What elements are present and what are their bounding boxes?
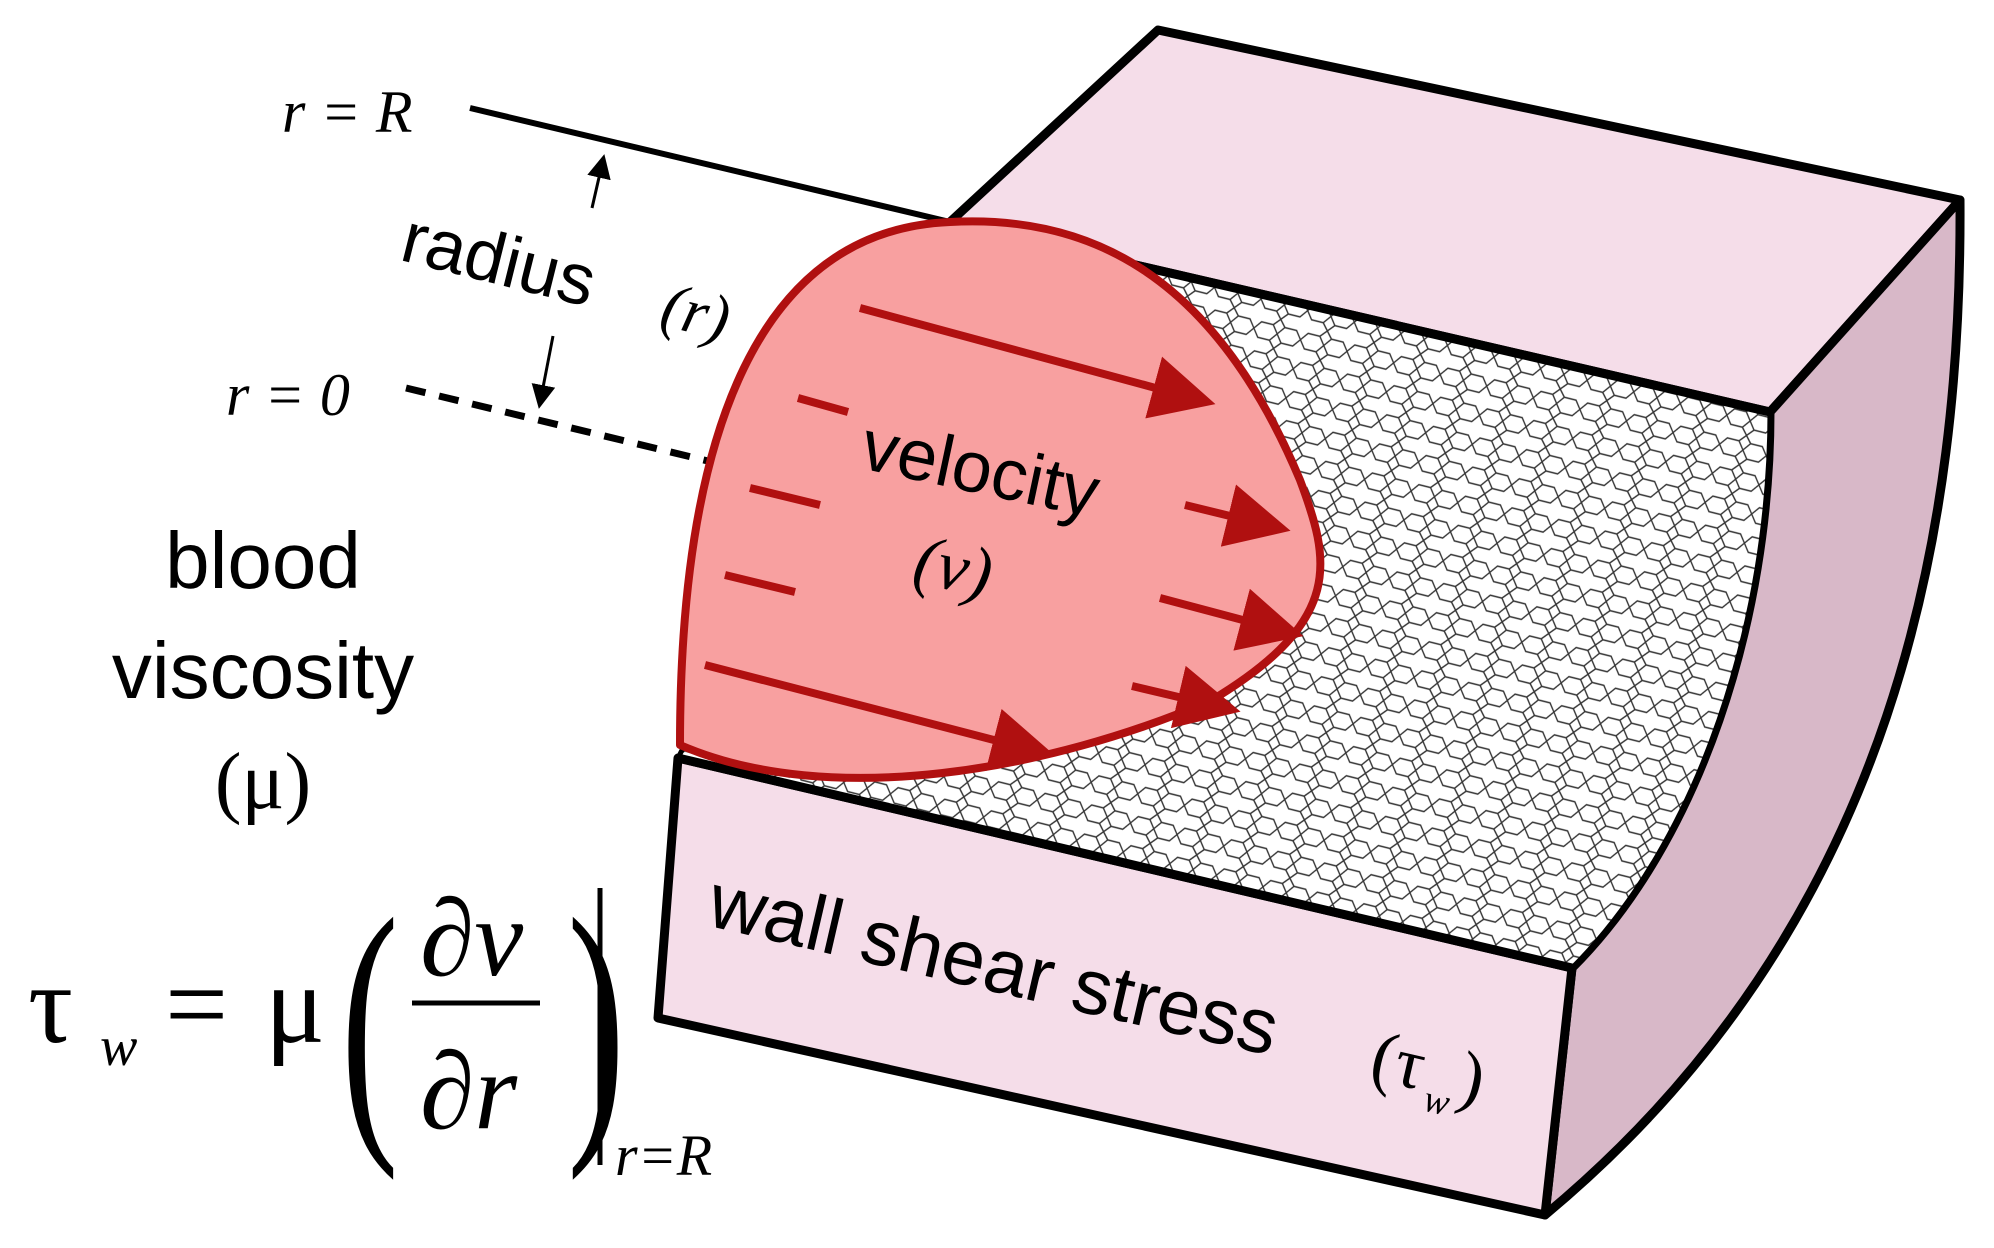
velocity-dash-2: [749, 484, 821, 509]
velocity-arrow-mid-1: [1184, 484, 1291, 547]
label-r-equals-0: r = 0: [226, 362, 350, 428]
radius-arrow-up: [587, 154, 611, 209]
label-blood: blood: [165, 516, 361, 605]
radius-max-line: [469, 105, 951, 225]
wall-shear-equation: τ w = μ ( ∂v ∂r ) r=R: [28, 860, 712, 1188]
label-viscosity: viscosity: [112, 626, 414, 715]
label-radius: radius: [394, 197, 604, 322]
label-viscosity-symbol: (μ): [215, 738, 311, 826]
velocity-dash-1: [796, 394, 850, 416]
eq-tau-sub: w: [100, 1016, 137, 1078]
eq-tau: τ: [28, 943, 73, 1067]
label-radius-symbol: (r): [655, 269, 738, 354]
lumen-bottom-edge: [676, 753, 1574, 973]
eq-paren-open: (: [341, 860, 399, 1181]
eq-mu: μ: [265, 943, 325, 1067]
velocity-arrow-mid-3: [1131, 665, 1241, 729]
eq-equals: =: [165, 943, 228, 1067]
radius-label-group: radius (r): [394, 197, 738, 354]
centerline-dashed: [405, 384, 713, 466]
label-velocity-symbol: (v): [907, 521, 999, 612]
velocity-arrow-mid-2: [1158, 588, 1304, 651]
velocity-arrow-top: [858, 304, 1216, 419]
radius-arrow-down: [531, 335, 556, 409]
eq-numerator: ∂v: [420, 877, 523, 999]
velocity-dash-3: [724, 571, 796, 596]
eq-paren-close: ): [567, 860, 625, 1181]
velocity-arrow-bottom: [703, 661, 1056, 771]
label-r-equals-R: r = R: [282, 79, 413, 145]
eq-denominator: ∂r: [420, 1030, 518, 1152]
eq-evaluated-at: r=R: [615, 1123, 712, 1188]
